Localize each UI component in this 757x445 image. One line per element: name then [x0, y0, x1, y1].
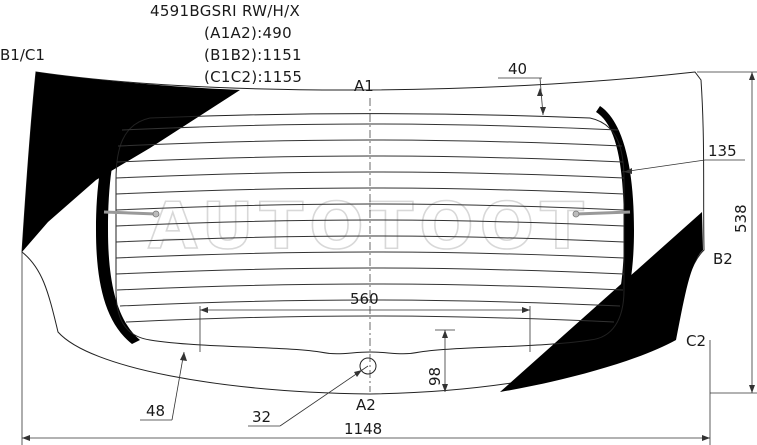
point-b1c1: B1/C1 — [0, 46, 45, 64]
frit-right — [500, 212, 703, 392]
label-top-band: 40 — [508, 60, 527, 78]
part-code: 4591BGSRI RW/H/X — [150, 2, 300, 20]
point-c2: C2 — [686, 332, 706, 350]
dimension-top-band — [498, 77, 546, 116]
dimension-heater-width — [199, 306, 531, 352]
frit-left-strip — [96, 106, 140, 344]
heater-contour — [115, 113, 625, 355]
dimension-height — [697, 71, 757, 394]
dimension-bottom-gap — [435, 329, 455, 392]
label-overall-width: 1148 — [344, 420, 382, 438]
spec-c1c2: (C1C2):1155 — [204, 68, 302, 86]
label-height: 538 — [732, 204, 750, 233]
point-b2: B2 — [713, 250, 733, 268]
dimension-hole — [248, 365, 369, 427]
dimension-left-bottom — [140, 351, 187, 421]
watermark: AUTOTOOT — [148, 190, 590, 264]
point-a2: A2 — [356, 396, 376, 414]
label-side-offset: 135 — [708, 142, 737, 160]
left-connector — [103, 210, 160, 218]
right-connector — [572, 210, 631, 218]
wiper-hole — [359, 357, 377, 375]
dimension-overall-width — [21, 252, 711, 445]
label-bottom-gap: 98 — [426, 367, 444, 386]
label-left-bottom: 48 — [146, 402, 165, 420]
label-heater-width: 560 — [350, 290, 379, 308]
label-hole: 32 — [252, 408, 271, 426]
spec-b1b2: (B1B2):1151 — [204, 46, 302, 64]
heater-lines — [115, 123, 625, 323]
point-a1: A1 — [354, 77, 374, 95]
dimension-side-offset — [621, 159, 745, 174]
spec-a1a2: (A1A2):490 — [204, 24, 292, 42]
